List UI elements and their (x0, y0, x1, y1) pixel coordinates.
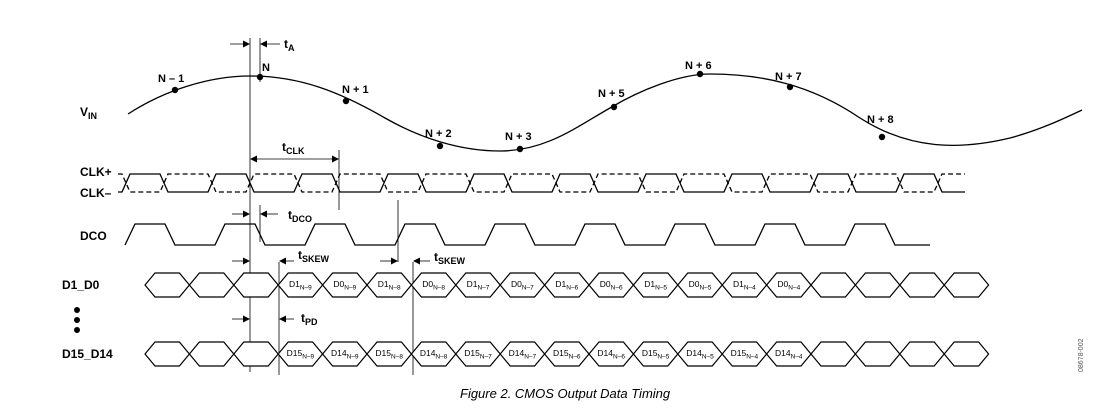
data-cell (144, 341, 191, 367)
data-cell (188, 272, 235, 298)
dco-trace (124, 223, 930, 246)
sample-label-n+1: N + 1 (342, 84, 369, 96)
data-cell-label: D0N–4 (777, 279, 800, 292)
sample-dot (878, 133, 886, 141)
data-cell (943, 341, 990, 367)
tdco-annotation: tDCO (232, 208, 312, 224)
data-cell-label: D1N–7 (467, 279, 490, 292)
vin-sine-wave (127, 73, 1083, 152)
data-cell (899, 341, 945, 367)
data-cell-label: D0N–5 (689, 279, 712, 292)
figure-caption: Figure 2. CMOS Output Data Timing (460, 386, 671, 401)
sample-dot (171, 86, 179, 94)
tpd-annotation: tPD (232, 311, 318, 327)
data-cell (188, 341, 235, 367)
sample-points (171, 70, 886, 153)
svg-text:tA: tA (284, 37, 295, 53)
data-cell-label: D1N–9 (289, 279, 312, 292)
data-cell (233, 272, 279, 298)
dco-label: DCO (80, 229, 107, 243)
reference-lines (249, 38, 414, 375)
clk-minus-trace (118, 173, 965, 193)
data-cell-label: D0N–7 (511, 279, 534, 292)
svg-text:tPD: tPD (301, 311, 318, 327)
svg-text:tDCO: tDCO (288, 208, 312, 224)
data-cell-label: D15N–9 (287, 348, 315, 361)
ellipsis-dots (74, 307, 80, 333)
sample-label-n+8: N + 8 (867, 114, 894, 126)
data-cell-label: D15N–4 (731, 348, 759, 361)
d15-d14-label: D15_D14 (62, 347, 113, 361)
sample-dot (786, 83, 794, 91)
tskew-annotation-2: tSKEW (380, 250, 466, 266)
d1-d0-label: D1_D0 (62, 278, 100, 292)
data-cell-label: D14N–8 (420, 348, 448, 361)
clk-minus-label: CLK– (80, 186, 112, 200)
data-cell (943, 272, 990, 298)
data-cell-label: D15N–5 (642, 348, 670, 361)
sample-label-n+5: N + 5 (598, 88, 625, 100)
sample-dot (610, 103, 618, 111)
sample-label-n-1: N – 1 (158, 73, 184, 85)
data-cell-label: D14N–9 (331, 348, 359, 361)
clk-plus-label: CLK+ (80, 165, 112, 179)
data-cell (854, 272, 901, 298)
data-cell-label: D0N–9 (333, 279, 356, 292)
data-cell-label: D14N–5 (686, 348, 714, 361)
data-cell (810, 341, 857, 367)
data-cell-label: D14N–6 (597, 348, 625, 361)
svg-text:tSKEW: tSKEW (298, 248, 330, 264)
svg-text:tCLK: tCLK (282, 140, 305, 156)
sample-dot (696, 70, 704, 78)
data-cell-label: D0N–8 (422, 279, 445, 292)
data-cell-label: D0N–6 (600, 279, 623, 292)
vin-label: VIN (80, 105, 97, 121)
data-cell (810, 272, 857, 298)
d1-d0-data-row: D1N–9 D0N–9 D1N–8 D0N–8 D1N–7 D0N–7 D1N–6 D0N–6… (144, 272, 990, 298)
data-cell-label: D14N–4 (775, 348, 803, 361)
sample-label-n+2: N + 2 (425, 128, 452, 140)
data-cell-label: D1N–4 (733, 279, 756, 292)
data-cell (144, 272, 191, 298)
data-cell-label: D1N–8 (378, 279, 401, 292)
data-cell (854, 341, 901, 367)
sample-label-n+3: N + 3 (505, 131, 532, 143)
d15-d14-data-row: D15N–9 D14N–9 D15N–8 D14N–8 D15N–7 D14N–7 D15N… (144, 341, 990, 367)
clk-plus-trace (118, 173, 965, 193)
sample-label-n: N (262, 62, 270, 74)
data-cell-label: D15N–6 (553, 348, 581, 361)
sample-dot (516, 145, 524, 153)
sample-dot (436, 142, 444, 150)
data-cell-label: D14N–7 (509, 348, 537, 361)
tskew-annotation-1: tSKEW (232, 248, 330, 265)
tclk-annotation: tCLK (250, 140, 339, 163)
data-cell-label: D15N–8 (375, 348, 403, 361)
svg-text:tSKEW: tSKEW (434, 250, 466, 266)
ta-annotation: tA (230, 37, 295, 53)
data-cell-label: D1N–5 (644, 279, 667, 292)
figure-code: 08678-002 (1078, 338, 1085, 372)
data-cell-label: D15N–7 (464, 348, 492, 361)
data-cell-label: D1N–6 (555, 279, 578, 292)
data-cell (899, 272, 945, 298)
data-cell (233, 341, 279, 367)
sample-dot (342, 97, 350, 105)
sample-label-n+6: N + 6 (685, 60, 712, 72)
sample-label-n+7: N + 7 (775, 71, 802, 83)
